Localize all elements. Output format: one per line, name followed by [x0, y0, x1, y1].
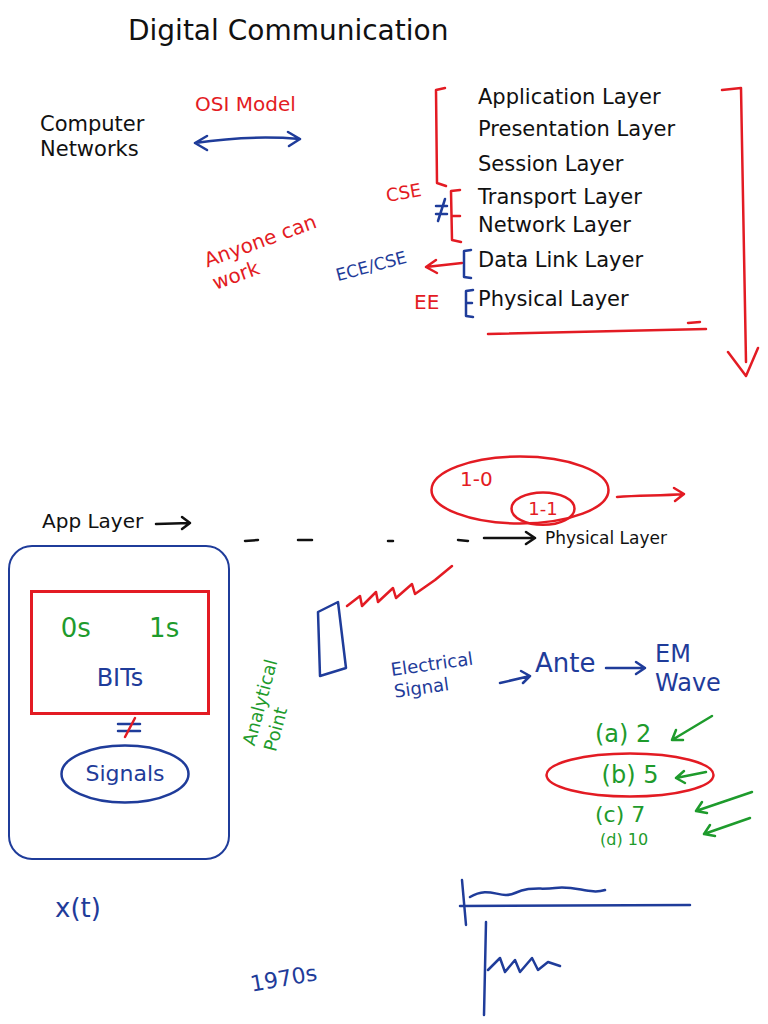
answer-option: (a) 2 — [595, 720, 651, 749]
answer-arrow — [676, 771, 706, 783]
chain-step: Electrical Signal — [389, 645, 494, 702]
field-note: CSE — [384, 179, 423, 206]
not-equal-slash — [125, 718, 135, 737]
state-ellipse: 1-0 1-1 — [430, 455, 610, 525]
layer-name: Physical Layer — [478, 287, 629, 312]
ellipse-outline — [430, 455, 610, 525]
signal-axis — [484, 922, 486, 1015]
bits-box: 0s 1s BITs — [30, 590, 210, 715]
year-note: 1970s — [248, 960, 319, 998]
node-text: Signals — [85, 761, 164, 787]
bracket — [436, 88, 446, 186]
flow-arrow — [722, 88, 758, 376]
bracket — [464, 250, 471, 278]
answer-arrow — [672, 716, 712, 740]
layer-name: Network Layer — [478, 213, 631, 238]
answer-option: (d) 10 — [600, 830, 648, 849]
ellipse-outline — [432, 457, 609, 524]
layer-name: Physical Layer — [545, 528, 667, 548]
bracket — [466, 290, 473, 317]
ellipse-outline — [547, 754, 714, 797]
signal-axis — [460, 880, 690, 925]
ellipse-outline — [62, 746, 189, 803]
page-title: Digital Communication — [128, 14, 448, 47]
not-equal-mark — [436, 199, 447, 221]
chain-step: EM Wave — [655, 640, 745, 698]
pointer-arrow — [606, 662, 645, 674]
layer-name: Transport Layer — [478, 185, 642, 210]
pointer-arrow — [500, 671, 530, 683]
chain-step: Ante — [535, 648, 595, 679]
field-note: EE — [414, 290, 439, 314]
underline — [488, 322, 706, 334]
bracket — [451, 190, 461, 242]
answer-arrow — [704, 818, 750, 836]
node-text: 1-0 — [460, 467, 493, 491]
topic-note: Computer Networks — [40, 112, 170, 162]
signal-ellipse: Signals — [60, 744, 190, 804]
flow-arrow — [617, 488, 684, 501]
layer-name: Session Layer — [478, 152, 623, 177]
field-note: Anyone can work — [201, 205, 340, 295]
dashed-line — [245, 540, 468, 541]
wave-squiggle — [347, 566, 452, 606]
model-name: OSI Model — [195, 92, 296, 116]
layer-name: Presentation Layer — [478, 117, 675, 142]
side-note: Analytical Point — [238, 646, 306, 754]
pointer-arrow — [156, 517, 190, 529]
pointer-arrow — [426, 260, 462, 273]
signal-wave — [488, 958, 560, 972]
node-text: 0s 1s — [61, 613, 179, 644]
layer-name: Data Link Layer — [478, 248, 643, 273]
double-arrow — [195, 132, 300, 150]
signal-name: x(t) — [55, 893, 101, 924]
answer-ellipse: (b) 5 — [545, 752, 715, 798]
answer-option: (c) 7 — [595, 802, 645, 828]
field-note: ECE/CSE — [334, 247, 409, 285]
ellipse-outline — [512, 493, 575, 525]
signal-wave — [470, 887, 605, 897]
pointer-arrow — [484, 532, 535, 544]
layer-name: Application Layer — [478, 85, 661, 110]
state-ellipse: 1-1 — [510, 491, 576, 526]
answer-arrow — [696, 792, 752, 813]
node-text: (b) 5 — [602, 761, 659, 790]
antenna-symbol — [318, 602, 346, 676]
layer-box: App Layer0s 1sBITsSignals — [8, 545, 230, 860]
node-subtext: BITs — [97, 664, 144, 693]
node-text: 1-1 — [528, 498, 557, 520]
node-text: App Layer — [42, 509, 143, 533]
